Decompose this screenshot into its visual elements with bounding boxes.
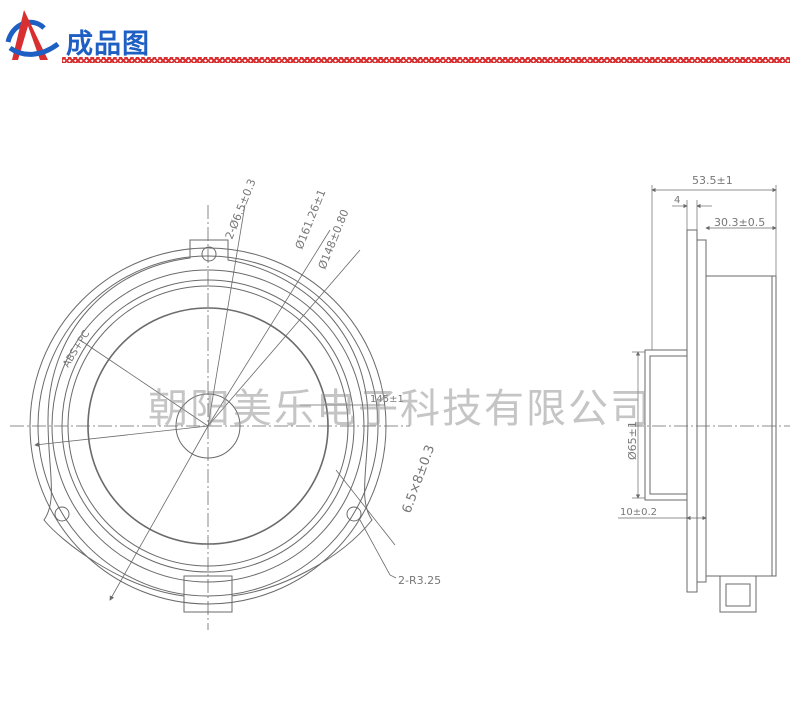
technical-drawing: 2-Ø6.5±0.3 Ø161.26±1 Ø148±0.80 145±1 6.5… (10, 174, 790, 630)
side-view (618, 185, 790, 613)
header: 成品图 (0, 0, 790, 70)
dim-magnet-label: 30.3±0.5 (714, 216, 765, 229)
dim-diameter-label: Ø65±1 (626, 421, 639, 460)
flange-plate (686, 229, 698, 593)
cone (87, 307, 329, 545)
dim-flange-thk-label: 4 (674, 195, 680, 206)
dim-depth-label: 53.5±1 (692, 174, 733, 187)
front-view (10, 204, 410, 630)
material-label: ABS+PC (61, 329, 92, 370)
page-title: 成品图 (66, 29, 150, 60)
hole-top (201, 246, 217, 262)
dim-flange-label: 145±1 (370, 394, 404, 405)
outer-rim (29, 247, 387, 605)
terminal (719, 575, 757, 613)
dim-offset-label: 10±0.2 (620, 507, 657, 518)
hole-right (346, 506, 362, 522)
hole-left (54, 506, 70, 522)
dim-inner-label: Ø148±0.80 (316, 207, 352, 271)
dust-cap (175, 393, 241, 459)
company-watermark: 朝阳美乐电子科技有限公司 (148, 386, 652, 432)
side-view-labels: 53.5±1 4 30.3±0.5 Ø65±1 10±0.2 (620, 174, 765, 518)
dim-slot-label: 6.5×8±0.3 (400, 443, 439, 515)
decorative-stripe (62, 57, 790, 63)
company-logo (5, 10, 60, 60)
dim-radius-label: 2-R3.25 (398, 574, 441, 587)
